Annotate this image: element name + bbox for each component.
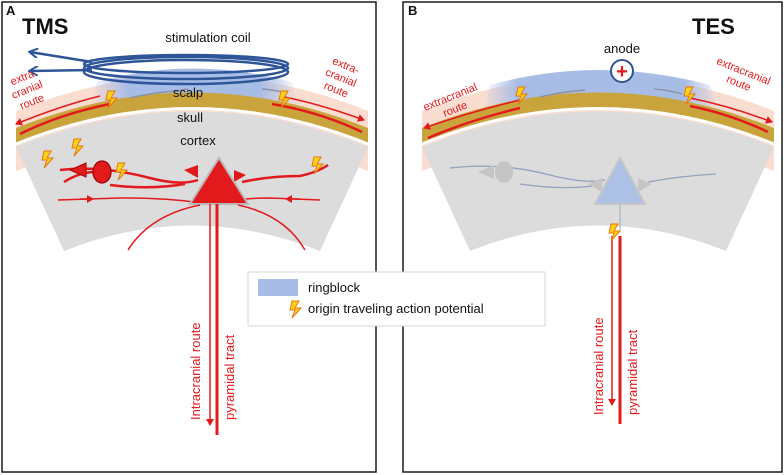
skull-inner-edge — [15, 107, 369, 146]
panel-b-title: TES — [692, 14, 735, 39]
pyramidal-neuron — [188, 156, 250, 205]
extracranial-nerve-left — [19, 102, 111, 136]
anode-label: anode — [604, 41, 640, 56]
ringblock-swatch — [258, 279, 298, 296]
skull-label: skull — [177, 110, 203, 125]
panel-b: B TES anode + extracranial route extracr… — [402, 1, 783, 473]
tes-neurons-faded — [449, 155, 717, 230]
skull-layer-b — [422, 92, 774, 144]
panel-a-letter: A — [6, 3, 16, 18]
legend-ringblock-label: ringblock — [308, 280, 361, 295]
stimulation-coil — [30, 52, 290, 86]
collateral-right — [237, 204, 306, 251]
panel-a-title: TMS — [22, 14, 68, 39]
scalp-fiber-right-b — [653, 88, 683, 95]
extracranial-nerve-right-b — [689, 104, 769, 134]
ringblock-area — [90, 68, 298, 112]
legend-origin-label: origin traveling action potential — [308, 301, 484, 316]
extracranial-route-left-arrow-b — [423, 99, 521, 130]
scalp-fiber-left — [129, 88, 189, 99]
scalp-fiber-left-b — [539, 89, 586, 98]
collateral-left — [127, 204, 201, 251]
panel-b-letter: B — [408, 3, 417, 18]
extracranial-route-left-arrow — [15, 95, 101, 126]
ringblock-area-b — [482, 70, 720, 115]
intracranial-label-a: Intracranial route — [188, 322, 203, 420]
skull-inner-edge-b — [421, 107, 775, 146]
pyramidal-label-a: pyramidal tract — [222, 334, 237, 420]
cortex-label: cortex — [180, 133, 216, 148]
legend: ringblock origin traveling action potent… — [247, 271, 546, 327]
scalp-label: scalp — [173, 85, 203, 100]
anode-icon — [610, 59, 634, 83]
extracranial-route-right-arrow-b — [689, 97, 773, 124]
extracranial-nerve-left-b — [427, 106, 521, 140]
coil-label: stimulation coil — [165, 30, 250, 45]
intracranial-label-b: Intracranial route — [591, 317, 606, 415]
tms-neurons — [57, 156, 329, 205]
pyramidal-label-b: pyramidal tract — [625, 329, 640, 415]
anode-symbol: + — [616, 61, 628, 83]
panel-a: A TMS stimulation coil scalp skull corte… — [1, 1, 377, 473]
